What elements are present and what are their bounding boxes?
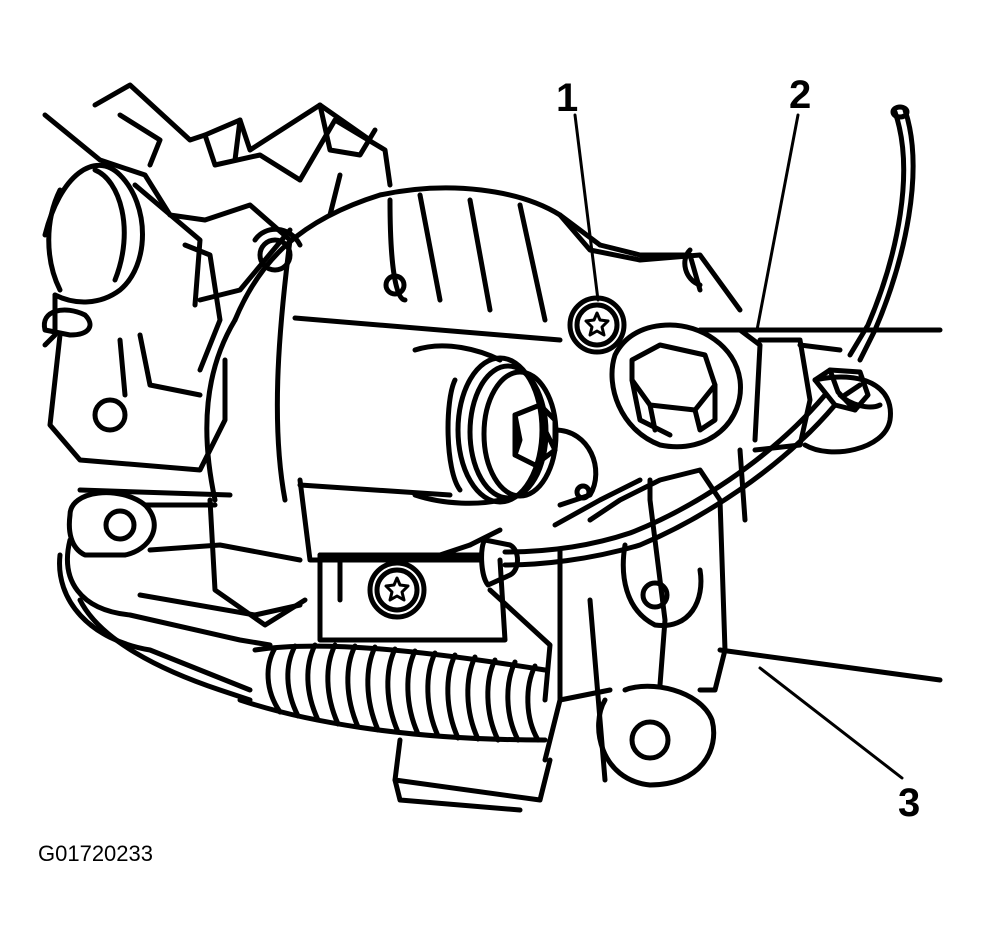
mounting-bracket (542, 467, 943, 788)
callout-leaders (573, 113, 904, 780)
fastener-1 (567, 295, 627, 355)
figure-id: G01720233 (38, 841, 153, 866)
actuator-cylinder (412, 343, 599, 508)
callout-label-1: 1 (556, 76, 579, 120)
leader-line-3 (758, 666, 904, 780)
hex-bolt (609, 322, 743, 450)
lower-arm (57, 487, 303, 703)
left-housing (41, 162, 303, 473)
main-housing (204, 185, 743, 628)
corrugated-boot (237, 642, 553, 813)
fastener-lower (317, 552, 553, 703)
upper-bracket (42, 82, 393, 243)
leader-line-1 (573, 113, 600, 302)
callout-label-3: 3 (898, 781, 921, 825)
callout-label-2: 2 (789, 73, 812, 117)
leader-line-2 (755, 113, 800, 332)
sensor-wire (437, 104, 916, 588)
bracket-plate (697, 327, 943, 523)
